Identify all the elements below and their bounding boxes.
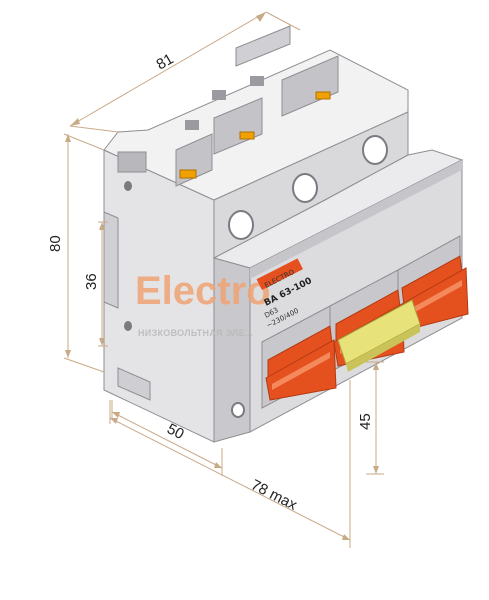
arrow-head [70,118,80,126]
side-hole [231,402,245,418]
watermark-tagline: НИЗКОВОЛЬТНАЯ ЭЛЕ... [138,328,253,338]
terminal-cavity [117,151,147,173]
arrow-head [110,418,118,424]
terminal-window [212,90,226,100]
arrow-head [99,338,105,346]
side-hole [124,181,132,191]
dim-line-78 [109,417,351,541]
dim-label-45: 45 [357,413,374,430]
arrow-head [214,462,222,468]
lever-link-bar-shade [346,324,420,372]
dim-label-80: 80 [47,235,64,252]
contact-clamp [179,169,197,179]
dim-line-50 [111,411,223,469]
arrow-head [112,412,120,418]
watermark-brand: Electro [135,269,271,313]
terminal-window [185,120,199,130]
dimension-lines [63,11,384,548]
toggle-levers [261,235,469,409]
dim-label-36: 36 [83,273,100,290]
dim-line-81 [69,11,267,127]
terminal-window [250,76,264,86]
dimension-arrows [65,12,379,540]
arrow-head [373,362,379,370]
ext-line-80-bottom [63,357,105,373]
dim-label-81: 81 [154,50,177,73]
contact-clamp [239,131,255,140]
lever-highlight [408,280,462,316]
front-panel-shade [250,160,462,279]
dim-label-50: 50 [164,420,187,443]
watermark: Electro НИЗКОВОЛЬТНАЯ ЭЛЕ... [135,269,271,338]
din-clip [117,367,151,401]
dim-label-78: 78 max [248,476,300,514]
arrow-head [99,222,105,230]
din-rail-slot [103,211,119,309]
top-terminals [117,25,339,187]
arrow-head [373,466,379,474]
ext-line-81-left [69,125,119,133]
screw-hole [362,135,388,165]
arrow-head [65,134,71,142]
brand-logo-plate [256,258,303,290]
contact-clamp [315,91,331,100]
terminal-screw-slot [281,55,339,117]
arrow-head [256,12,266,22]
front-screw-holes [124,135,388,418]
ext-line-80-top [63,133,105,151]
screw-hole [292,173,318,203]
screw-hole [228,210,254,240]
arrow-head [65,350,71,358]
side-hole [124,321,132,331]
lever-highlight [272,352,330,390]
arrow-head [342,534,350,540]
ext-line-81-right [265,11,301,31]
terminal-screw-slot [213,97,263,155]
terminal-screw-slot [235,25,291,67]
lower-front-face [213,257,251,443]
